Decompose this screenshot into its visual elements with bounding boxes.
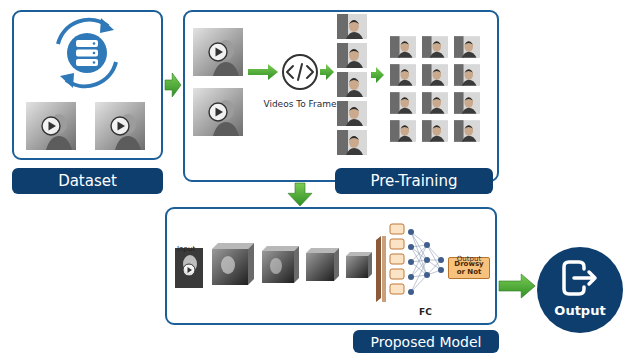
pretraining-panel: Videos To FramePre-Training — [183, 10, 499, 182]
frame-thumbnail — [337, 72, 367, 97]
frame-thumbnail — [454, 120, 480, 142]
text-slot: Input — [177, 236, 195, 255]
dropout-slab — [376, 236, 381, 302]
frame-thumbnail — [422, 64, 448, 86]
fc-neuron — [408, 229, 414, 235]
circle-fill — [537, 247, 623, 333]
frame-thumbnail — [390, 120, 416, 142]
fc-neuron — [408, 289, 414, 295]
cycle-arrow-head — [100, 18, 114, 33]
title-band: Dataset — [12, 168, 163, 194]
lstm-cell — [390, 284, 404, 294]
label-text: Output — [554, 303, 605, 318]
output-class-box: OutputDrowsy or Not — [448, 257, 490, 279]
conv-layer — [212, 249, 248, 285]
lstm-cell — [390, 239, 404, 249]
fc-network — [411, 232, 441, 292]
callout-label: FC — [419, 307, 432, 317]
label-text: Videos To Frame — [263, 99, 336, 109]
video-thumbnail — [193, 28, 243, 76]
block-arrow — [165, 73, 181, 97]
frame-thumbnail — [337, 101, 367, 126]
frame-thumbnail — [454, 64, 480, 86]
model-panel: Proposed ModelOutputDrowsy or Not — [165, 207, 497, 325]
frame-thumbnail — [390, 64, 416, 86]
conv-layer — [262, 251, 294, 283]
database-led — [93, 42, 96, 45]
conv-top — [306, 248, 339, 253]
database-led — [93, 61, 96, 64]
circle-shape — [537, 247, 623, 333]
database-led — [93, 52, 96, 55]
label-text: Dataset — [58, 174, 117, 189]
fc-neuron — [424, 272, 430, 278]
conv-side — [294, 246, 299, 283]
conv-side — [248, 243, 254, 285]
input-image — [175, 248, 203, 288]
conv-side — [334, 248, 339, 281]
video-thumbnail — [95, 102, 145, 150]
dataset-panel: Dataset — [12, 10, 163, 160]
frame-thumbnail — [422, 120, 448, 142]
lstm-cell — [390, 254, 404, 264]
code-circle — [283, 55, 317, 89]
block-arrow — [499, 274, 535, 298]
frame-thumbnail — [337, 14, 367, 39]
fc-neuron — [438, 257, 444, 263]
fc-neuron — [438, 267, 444, 273]
label-text: Drowsy or Not — [450, 260, 488, 276]
fc-neuron — [424, 242, 430, 248]
cycle-arrow-head — [60, 73, 74, 88]
conv-top — [212, 243, 254, 249]
conv-layer — [306, 253, 334, 281]
title-band: Proposed Model — [353, 330, 499, 353]
text-slot: FC — [419, 300, 432, 319]
video-thumbnail — [193, 88, 243, 136]
frame-thumbnail — [454, 92, 480, 114]
flatten-layer — [382, 236, 386, 302]
callout-label: Input — [177, 245, 195, 253]
frame-thumbnail — [390, 36, 416, 58]
frame-thumbnail — [454, 36, 480, 58]
fc-neuron — [408, 244, 414, 250]
fc-neuron — [408, 274, 414, 280]
database-disc — [67, 33, 107, 73]
database-slab — [76, 40, 98, 47]
input-play — [183, 264, 195, 276]
small-arrow — [371, 67, 384, 83]
conv-top — [262, 246, 299, 251]
frame-thumbnail — [337, 130, 367, 155]
conv-side — [368, 252, 372, 278]
conv-feature — [270, 258, 282, 274]
label-text: Pre-Training — [370, 174, 457, 189]
title-band: Pre-Training — [335, 168, 493, 194]
frame-thumbnail — [390, 92, 416, 114]
lstm-cell — [390, 224, 404, 234]
frame-thumbnail — [422, 92, 448, 114]
exit-icon-arrow — [574, 272, 595, 284]
frame-thumbnail — [422, 36, 448, 58]
block-arrow — [288, 183, 312, 206]
conv-feature — [221, 256, 235, 274]
output-circle: Output — [537, 247, 623, 333]
code-symbol — [287, 64, 313, 80]
conv-layer — [346, 256, 368, 278]
text-slot: Videos To Frame — [263, 92, 336, 111]
fc-links — [411, 232, 441, 292]
video-thumbnail — [26, 102, 76, 150]
small-arrow — [248, 64, 278, 80]
label-text: Proposed Model — [371, 335, 482, 349]
frame-thumbnail — [337, 43, 367, 68]
lstm-cell — [390, 269, 404, 279]
fc-neuron — [424, 257, 430, 263]
input-play-triangle — [188, 267, 193, 273]
database-slab — [76, 59, 98, 66]
conv-top — [346, 252, 372, 256]
fc-neuron — [408, 259, 414, 265]
database-slab — [76, 50, 98, 57]
small-arrow — [320, 64, 334, 80]
text-slot: Output — [554, 300, 605, 319]
